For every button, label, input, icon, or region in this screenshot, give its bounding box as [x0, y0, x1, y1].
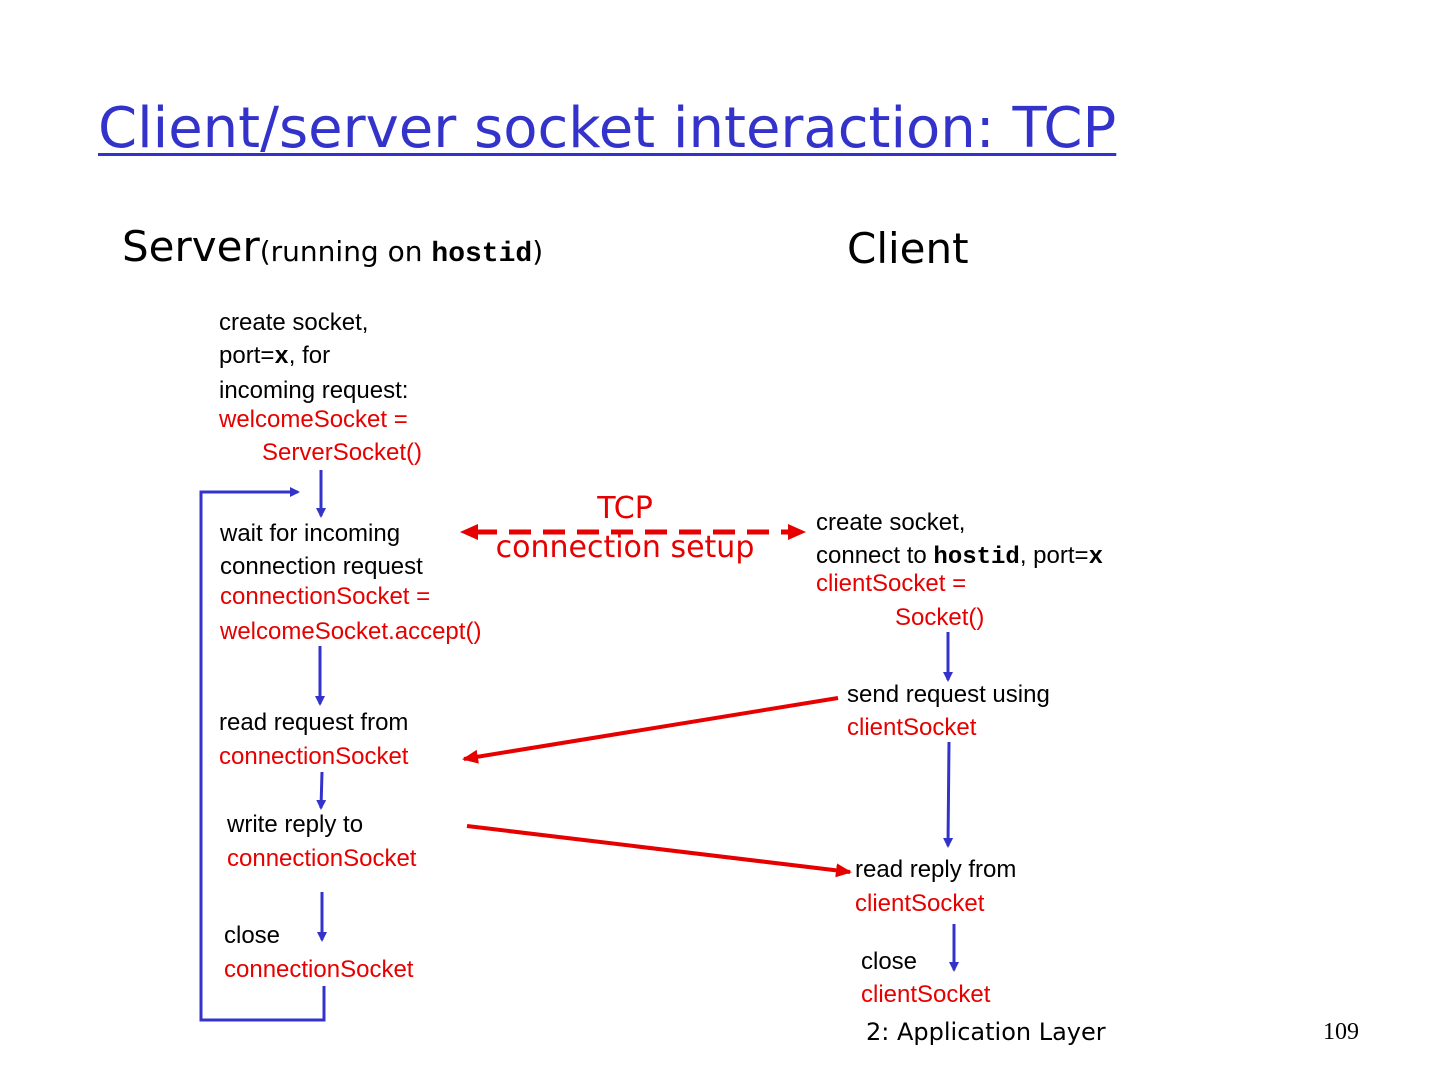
client-read-code: clientSocket — [855, 890, 985, 917]
server-wait-code1: connectionSocket = — [220, 583, 431, 610]
server-create-code1: welcomeSocket = — [219, 406, 408, 433]
request-arrow — [462, 696, 839, 764]
server-close-code: connectionSocket — [224, 956, 414, 983]
client-create-code2: Socket() — [895, 604, 985, 631]
server-read-line1: read request from — [219, 709, 409, 736]
client-send-code: clientSocket — [847, 714, 977, 741]
server-close-line1: close — [224, 922, 281, 949]
server-create-step: create socket, port=x, for incoming requ… — [219, 306, 408, 407]
tcp-setup-label: TCP connection setup — [470, 490, 780, 568]
client-read-line1: read reply from — [855, 856, 1017, 883]
client-create-step: create socket, connect to hostid, port=x — [816, 506, 1103, 574]
page-number: 109 — [1323, 1019, 1359, 1045]
client-create-code1: clientSocket = — [816, 570, 967, 597]
server-wait-line2: connection request — [220, 553, 423, 580]
server-wait-code2: welcomeSocket.accept() — [220, 618, 482, 645]
server-write-line1: write reply to — [227, 811, 364, 838]
server-read-code: connectionSocket — [219, 743, 409, 770]
tcp-label-line1: TCP — [597, 491, 653, 526]
server-wait-line1: wait for incoming — [220, 520, 401, 547]
client-create-line2: connect to hostid, port=x — [816, 542, 1103, 571]
page-title: Client/server socket interaction: TCP — [98, 96, 1117, 161]
client-close-code: clientSocket — [861, 981, 991, 1008]
tcp-setup-arrowhead-right — [788, 524, 806, 540]
server-header: Server(running on hostid) — [122, 222, 543, 271]
server-create-line3: incoming request: — [219, 377, 409, 404]
server-create-line2: port=x, for — [219, 342, 331, 371]
footer-chapter: 2: Application Layer — [866, 1018, 1106, 1046]
tcp-setup-arrowhead-left — [460, 524, 478, 540]
server-header-host: hostid — [431, 239, 533, 270]
client-header: Client — [847, 224, 969, 273]
tcp-label-line2: connection setup — [495, 530, 755, 565]
server-loop-arrow — [199, 487, 326, 1022]
server-wait-step: wait for incoming connection request — [220, 517, 423, 583]
client-send-line1: send request using — [847, 681, 1050, 708]
client-create-line1: create socket, — [816, 509, 966, 536]
reply-arrow — [466, 824, 852, 878]
server-create-line1: create socket, — [219, 309, 369, 336]
server-header-running: (running on — [259, 235, 432, 268]
server-header-paren: ) — [532, 235, 544, 268]
client-close-line1: close — [861, 948, 918, 975]
server-header-label: Server — [122, 222, 260, 271]
server-create-code2: ServerSocket() — [262, 439, 423, 466]
server-flow-arrow-3 — [316, 771, 327, 810]
client-flow-arrow-2 — [943, 741, 954, 848]
server-write-code: connectionSocket — [227, 845, 417, 872]
